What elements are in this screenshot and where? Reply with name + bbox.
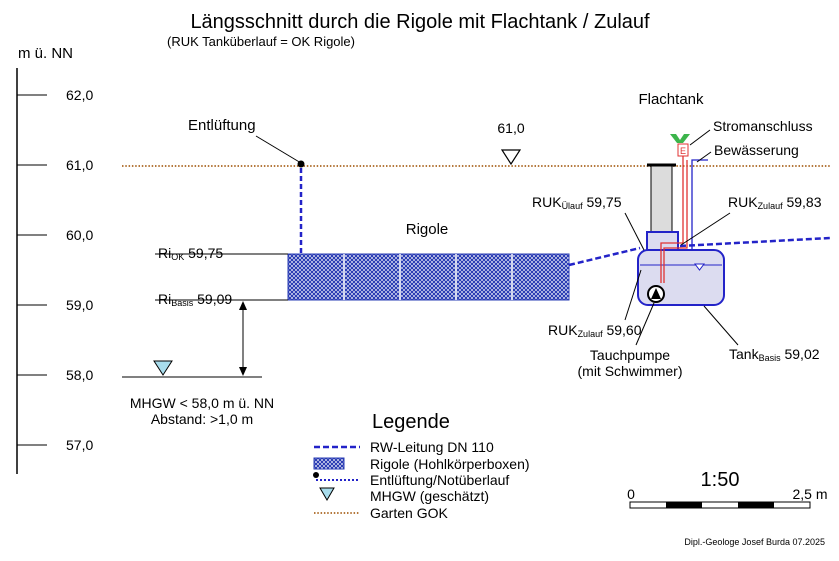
tank-basis-leader bbox=[703, 305, 739, 346]
legend-swatch-vent-dot bbox=[313, 472, 319, 478]
mhgw-label-2: Abstand: >1,0 m bbox=[151, 411, 253, 427]
rigole-boxes bbox=[287, 253, 570, 301]
page-title: Längsschnitt durch die Rigole mit Flacht… bbox=[190, 11, 650, 33]
entlueftung-point bbox=[297, 160, 305, 168]
scale-start: 0 bbox=[627, 486, 635, 502]
tauchpumpe-label-1: Tauchpumpe bbox=[590, 347, 670, 363]
tank-column bbox=[650, 164, 673, 233]
entlueftung-label: Entlüftung bbox=[188, 117, 256, 134]
legend-label-gok: Garten GOK bbox=[370, 505, 448, 521]
distance-arrow bbox=[239, 301, 247, 376]
axis-tick-label: 58,0 bbox=[66, 367, 93, 383]
stromanschluss-label: Stromanschluss bbox=[713, 118, 813, 134]
legend-title: Legende bbox=[372, 411, 450, 433]
legend-label-mhgw: MHGW (geschätzt) bbox=[370, 488, 489, 504]
pump-icon-arrow bbox=[651, 288, 661, 299]
ruk-zulauf-top-label: RUKZulauf 59,83 bbox=[728, 194, 822, 211]
axis-tick-label: 62,0 bbox=[66, 87, 93, 103]
ri-ok-label: RiOK 59,75 bbox=[158, 245, 223, 262]
rigole-label: Rigole bbox=[406, 221, 449, 238]
ruk-zulauf-bottom-leader bbox=[624, 269, 642, 321]
scale-ratio: 1:50 bbox=[701, 469, 740, 491]
power-cable-red bbox=[660, 155, 684, 283]
gok-level-label: 61,0 bbox=[497, 120, 524, 136]
bewaesserung-label: Bewässerung bbox=[714, 142, 799, 158]
bewaesserung-leader bbox=[696, 151, 712, 163]
ruk-ulauf-label: RUKÜlauf 59,75 bbox=[532, 194, 622, 211]
page-subtitle: (RUK Tanküberlauf = OK Rigole) bbox=[167, 34, 355, 49]
legend-swatch-rigole bbox=[313, 457, 345, 470]
ruk-zulauf-bottom-label: RUKZulauf 59,60 bbox=[548, 322, 642, 339]
ri-basis-label: RiBasis 59,09 bbox=[158, 291, 232, 308]
tauchpumpe-label-2: (mit Schwimmer) bbox=[578, 363, 683, 379]
tank-basis-label: TankBasis 59,02 bbox=[729, 346, 820, 363]
power-box bbox=[677, 143, 689, 157]
mhgw-label-1: MHGW < 58,0 m ü. NN bbox=[130, 395, 274, 411]
rw-pipe-inflow bbox=[679, 236, 831, 248]
stromanschluss-leader bbox=[689, 129, 711, 146]
legend-label-pipe: RW-Leitung DN 110 bbox=[370, 439, 494, 455]
legend-label-vent: Entlüftung/Notüberlauf bbox=[370, 472, 509, 488]
legend-label-rigole: Rigole (Hohlkörperboxen) bbox=[370, 456, 530, 472]
credit: Dipl.-Geologe Josef Burda 07.2025 bbox=[684, 537, 825, 547]
power-box-symbol: E bbox=[680, 146, 686, 156]
legend-swatch-mhgw bbox=[319, 487, 335, 501]
irrigation-line bbox=[676, 159, 708, 251]
ruk-zulauf-top-leader bbox=[680, 212, 731, 246]
power-cable-red-2 bbox=[663, 160, 688, 283]
axis-tick-label: 59,0 bbox=[66, 297, 93, 313]
mhgw-triangle bbox=[153, 360, 173, 376]
gok-level-triangle bbox=[500, 149, 522, 166]
axis-ticks: 62,0 61,0 60,0 59,0 58,0 57,0 bbox=[17, 87, 93, 453]
axis-tick-label: 60,0 bbox=[66, 227, 93, 243]
scale-end: 2,5 m bbox=[792, 486, 827, 502]
axis-tick-label: 57,0 bbox=[66, 437, 93, 453]
scale-bar bbox=[629, 501, 811, 509]
power-connector-notch bbox=[676, 134, 684, 140]
rw-pipe-rigole-tank bbox=[568, 246, 641, 267]
ruk-ulauf-leader bbox=[624, 212, 645, 251]
flachtank-label: Flachtank bbox=[638, 91, 704, 108]
tank-level-triangle bbox=[694, 263, 705, 271]
tauchpumpe-leader bbox=[635, 302, 655, 346]
axis-unit-label: m ü. NN bbox=[18, 45, 73, 62]
axis-tick-label: 61,0 bbox=[66, 157, 93, 173]
entlueftung-leader bbox=[255, 135, 302, 164]
